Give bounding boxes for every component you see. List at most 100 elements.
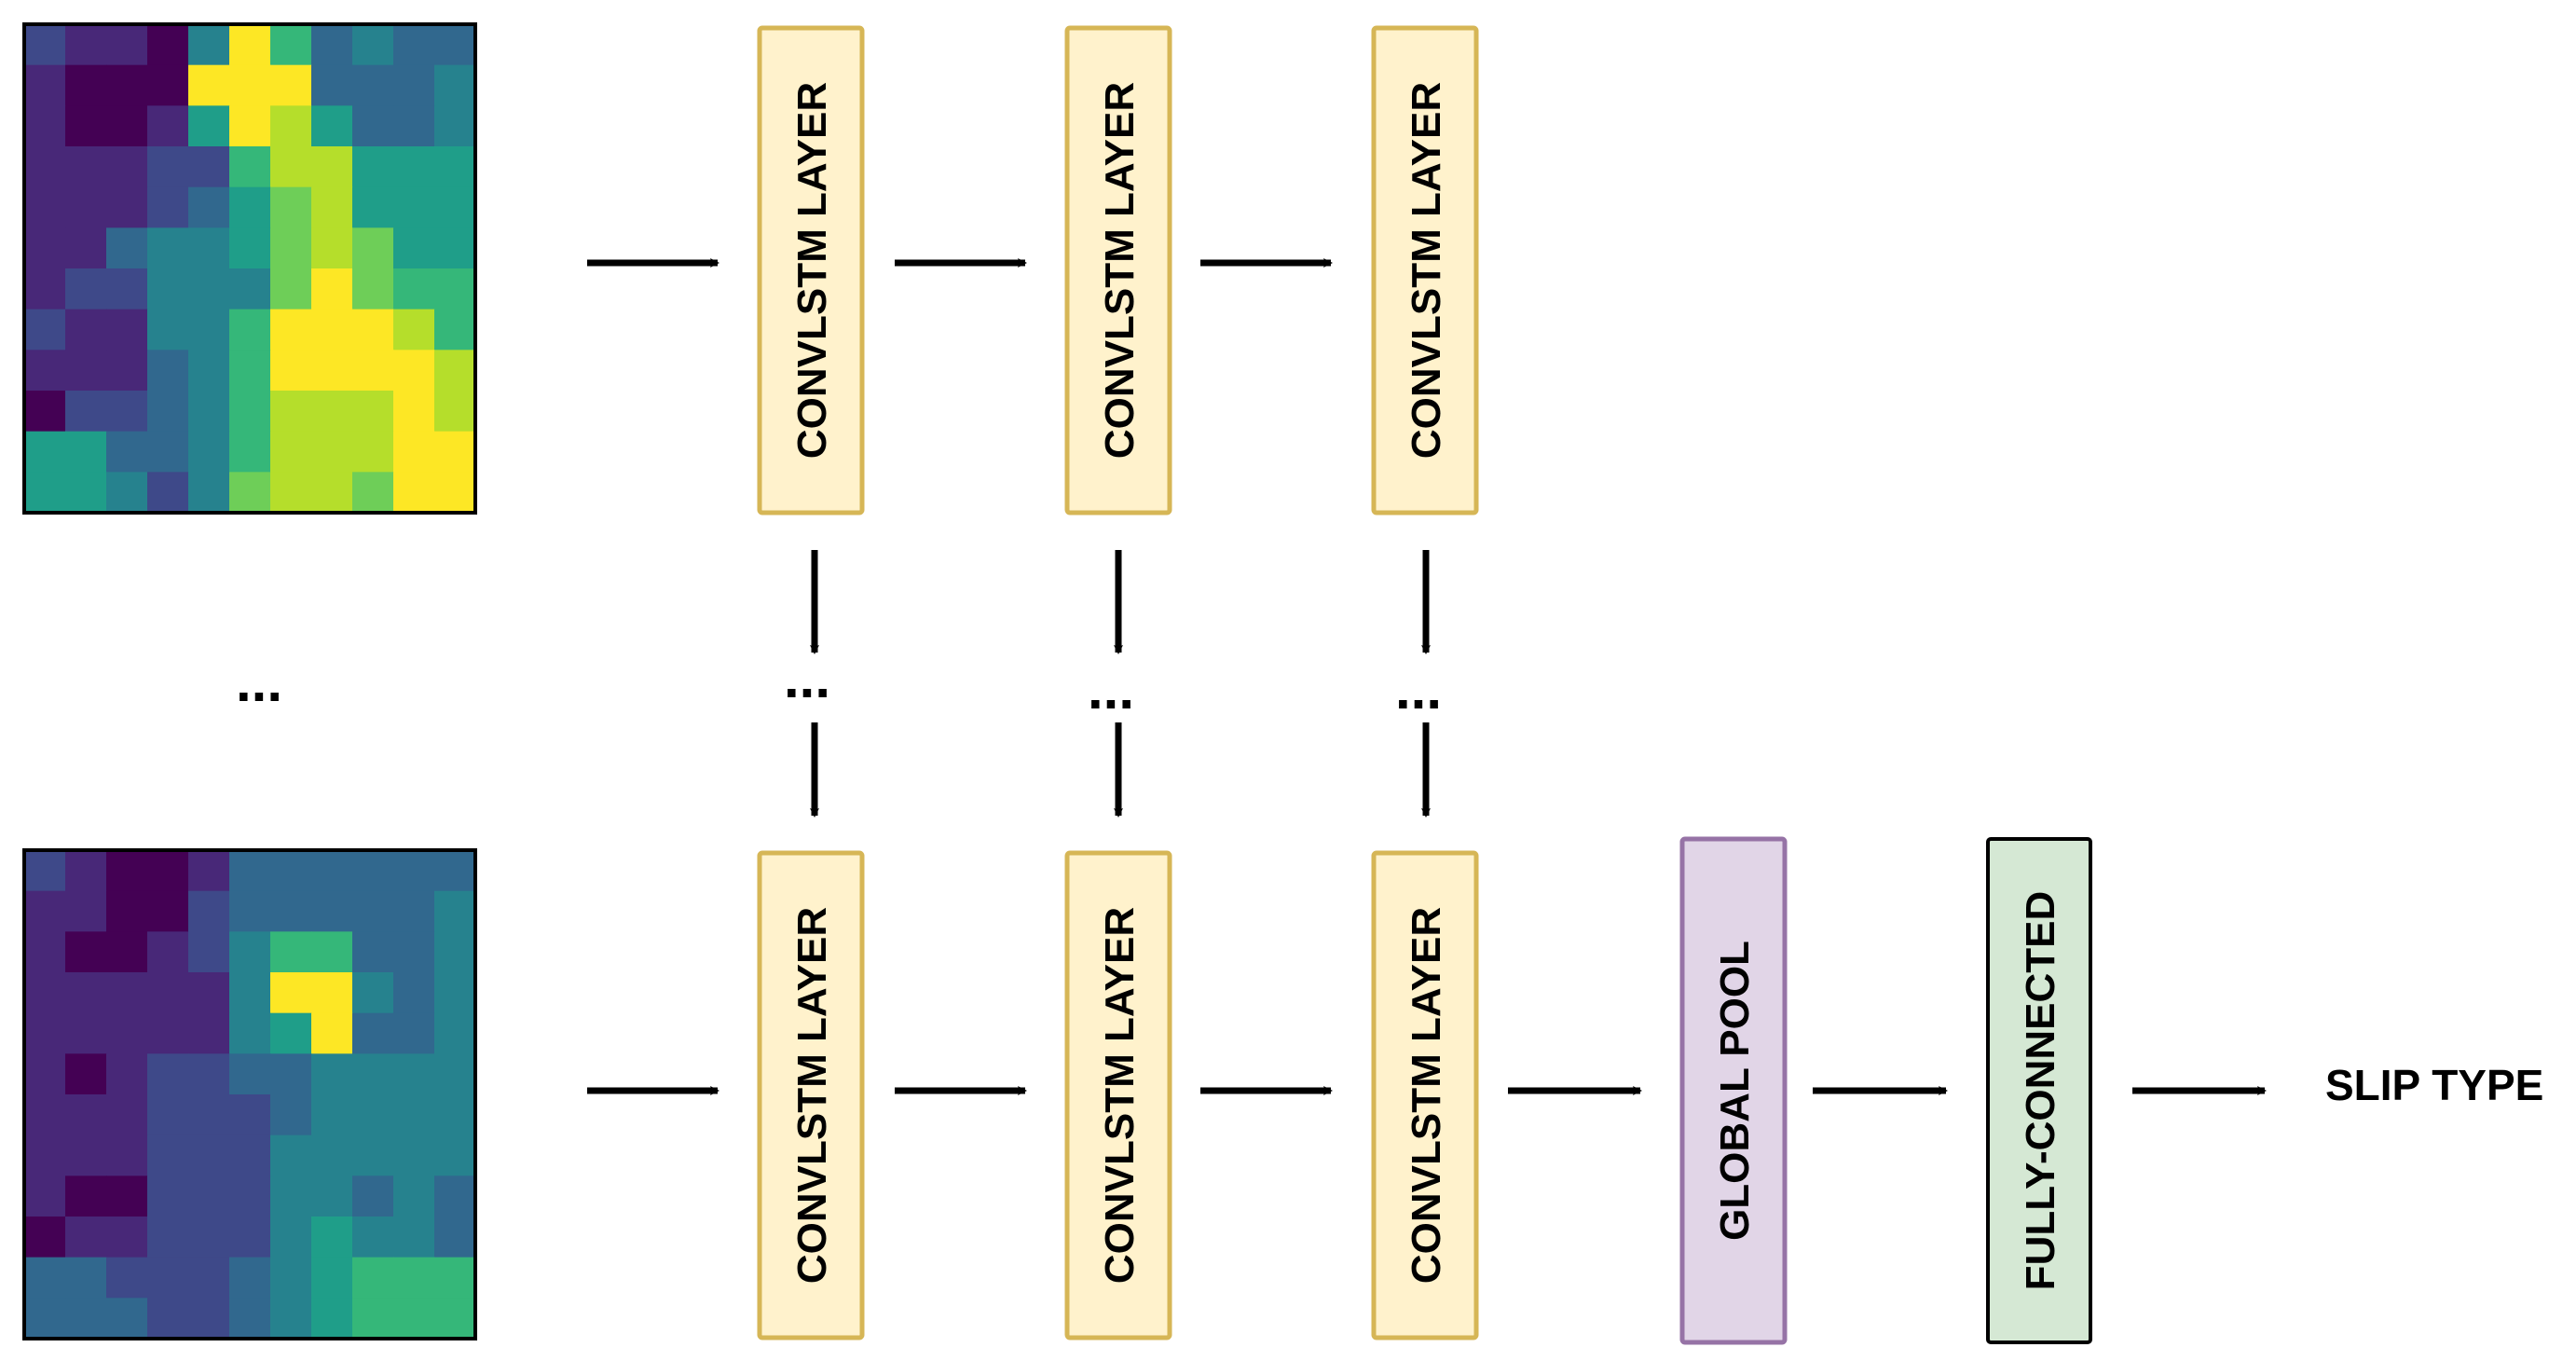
heatmap-cell [188, 1012, 230, 1054]
heatmap-cell [311, 1217, 353, 1258]
heatmap-cell [352, 64, 394, 106]
heatmap-cell [106, 186, 148, 228]
input-heatmap-bottom [24, 850, 476, 1340]
heatmap-cell [393, 1298, 435, 1340]
heatmap-cell [270, 431, 312, 473]
heatmap-cell [434, 472, 476, 514]
heatmap-bottom-frame [22, 848, 477, 1340]
heatmap-cell [352, 1094, 394, 1136]
heatmap-cell [352, 972, 394, 1014]
convlstm-layer-top-2: CONVLSTM LAYER [1064, 25, 1172, 516]
heatmap-cell [311, 227, 353, 269]
heatmap-cell [65, 146, 107, 188]
heatmap-cell [65, 391, 107, 433]
heatmap-cell [24, 268, 66, 310]
heatmap-cell [270, 890, 312, 932]
output-label: SLIP TYPE [2325, 1061, 2543, 1109]
heatmap-cell [352, 309, 394, 351]
heatmap-cell [311, 1094, 353, 1136]
heatmap-cell [311, 890, 353, 932]
heatmap-cell [434, 227, 476, 269]
heatmap-cell [229, 146, 271, 188]
heatmap-cell [24, 350, 66, 392]
heatmap-cell [65, 1094, 107, 1136]
heatmap-cell [393, 972, 435, 1014]
heatmap-cell [311, 350, 353, 392]
heatmap-cell [188, 972, 230, 1014]
heatmap-cell [352, 105, 394, 147]
heatmap-cell [270, 391, 312, 433]
heatmap-cell [147, 1053, 189, 1095]
heatmap-cell [434, 24, 476, 66]
heatmap-cell [270, 64, 312, 106]
heatmap-cell [65, 1298, 107, 1340]
heatmap-cell [24, 186, 66, 228]
column-ellipsis-3: ... [1395, 658, 1442, 721]
heatmap-cell [24, 972, 66, 1014]
heatmap-cell [106, 431, 148, 473]
heatmap-cell [188, 64, 230, 106]
sequence-ellipsis: ... [236, 651, 282, 713]
heatmap-cell [106, 1053, 148, 1095]
heatmap-cell [352, 1257, 394, 1299]
heatmap-cell [434, 1298, 476, 1340]
heatmap-cell [106, 309, 148, 351]
heatmap-cell [65, 1217, 107, 1258]
heatmap-cell [352, 146, 394, 188]
heatmap-cell [147, 391, 189, 433]
column-ellipsis-1: ... [784, 647, 830, 709]
convlstm-layer-top-1: CONVLSTM LAYER [757, 25, 865, 516]
heatmap-cell [188, 350, 230, 392]
heatmap-cell [147, 850, 189, 892]
heatmap-cell [352, 890, 394, 932]
heatmap-cell [65, 227, 107, 269]
heatmap-cell [147, 1175, 189, 1217]
heatmap-cell [393, 472, 435, 514]
heatmap-cell [188, 931, 230, 973]
heatmap-cell [270, 309, 312, 351]
heatmap-cell [229, 931, 271, 973]
heatmap-cell [434, 972, 476, 1014]
heatmap-cell [65, 972, 107, 1014]
heatmap-cell [24, 105, 66, 147]
heatmap-cell [188, 146, 230, 188]
heatmap-cell [106, 64, 148, 106]
heatmap-cell [229, 1053, 271, 1095]
heatmap-cell [229, 309, 271, 351]
heatmap-cell [270, 472, 312, 514]
heatmap-cell [270, 1134, 312, 1176]
heatmap-cell [311, 186, 353, 228]
heatmap-cell [311, 1257, 353, 1299]
heatmap-cell [311, 309, 353, 351]
heatmap-cell [106, 24, 148, 66]
heatmap-cell [311, 1175, 353, 1217]
convlstm-layer-label: CONVLSTM LAYER [789, 82, 835, 459]
heatmap-cell [106, 931, 148, 973]
heatmap-cell [270, 1175, 312, 1217]
heatmap-cell [270, 1012, 312, 1054]
heatmap-cell [352, 391, 394, 433]
heatmap-cell [352, 850, 394, 892]
heatmap-cell [229, 350, 271, 392]
heatmap-cell [229, 268, 271, 310]
global-pool-block: GLOBAL POOL [1679, 836, 1788, 1345]
heatmap-cell [24, 850, 66, 892]
heatmap-cell [393, 186, 435, 228]
heatmap-cell [188, 186, 230, 228]
heatmap-cell [106, 146, 148, 188]
heatmap-cell [434, 146, 476, 188]
heatmap-cell [65, 431, 107, 473]
heatmap-cell [434, 1217, 476, 1258]
heatmap-cell [270, 350, 312, 392]
heatmap-cell [147, 1094, 189, 1136]
convlstm-layer-bottom-1: CONVLSTM LAYER [757, 850, 865, 1340]
heatmap-cell [311, 268, 353, 310]
heatmap-cell [24, 24, 66, 66]
heatmap-cell [434, 890, 476, 932]
heatmap-cell [106, 890, 148, 932]
heatmap-cell [188, 431, 230, 473]
convlstm-layer-label: CONVLSTM LAYER [1404, 907, 1449, 1284]
heatmap-cell [352, 431, 394, 473]
heatmap-cell [434, 309, 476, 351]
heatmap-cell [24, 1094, 66, 1136]
